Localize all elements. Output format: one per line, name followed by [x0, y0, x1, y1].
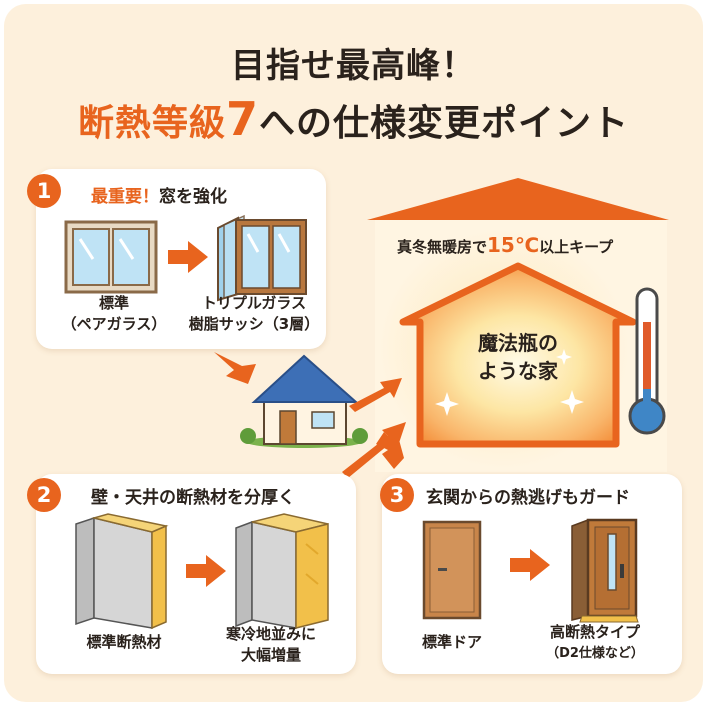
house-caption: 魔法瓶の ような家 [438, 329, 598, 385]
triple-glass-window-icon [217, 214, 307, 302]
step2-card: 壁・天井の断熱材を分厚く 標準断熱材 寒冷地並みに 大幅増量 [36, 474, 356, 674]
pair-glass-window-icon [64, 220, 158, 294]
small-house-icon [240, 354, 368, 448]
arrow-right-icon [186, 555, 226, 587]
step2-before-label: 標準断熱材 [86, 633, 162, 651]
title-accent: 断熱等級 [77, 103, 226, 144]
step2-after-label: 寒冷地並みに 大幅増量 [225, 625, 316, 664]
step2-title: 壁・天井の断熱材を分厚く [91, 488, 295, 508]
center-caption: 真冬無暖房で15℃以上キープ [397, 233, 614, 257]
step3-card: 玄関からの熱逃げもガード 標準ドア 高断熱タイプ （D2仕様など） [382, 474, 682, 674]
house-caption-line1: 魔法瓶の [478, 331, 558, 355]
arrow-right-icon [168, 241, 208, 273]
step3-illustration [422, 518, 639, 623]
flow-arrows [214, 352, 406, 478]
insulated-door-icon [571, 518, 639, 623]
thermometer-icon [628, 287, 666, 435]
step1-badge: 1 [27, 174, 61, 208]
title-suffix: への仕様変更ポイント [259, 103, 630, 144]
title-number: 7 [225, 92, 259, 146]
step2-illustration [75, 513, 329, 630]
big-roof [367, 178, 669, 220]
title-line2: 断熱等級7への仕様変更ポイント [4, 92, 703, 146]
center-panel [214, 178, 669, 478]
step1-card: 最重要！窓を強化 標準 （ペアガラス） [36, 169, 326, 349]
standard-wall-icon [75, 513, 169, 630]
sparkles [435, 349, 584, 416]
step3-badge: 3 [380, 478, 414, 512]
step1-title: 最重要！窓を強化 [91, 187, 227, 207]
thick-wall-icon [235, 513, 329, 629]
arrow-right-icon [510, 549, 550, 581]
standard-door-icon [422, 520, 482, 620]
title-line1: 目指せ最高峰！ [231, 46, 476, 86]
infographic: 目指せ最高峰！ 断熱等級7への仕様変更ポイント [4, 4, 703, 702]
step1-illustration [64, 214, 307, 302]
step3-after-label: 高断熱タイプ （D2仕様など） [546, 623, 644, 661]
step1-after-label: トリプルガラス 樹脂サッシ（3層） [188, 294, 320, 333]
step3-title: 玄関からの熱逃げもガード [426, 488, 630, 508]
house-caption-line2: ような家 [478, 359, 558, 383]
caption-temperature: 15℃ [487, 233, 540, 257]
step3-before-label: 標準ドア [421, 633, 482, 651]
step2-badge: 2 [27, 478, 61, 512]
step1-before-label: 標準 （ペアガラス） [61, 294, 167, 333]
